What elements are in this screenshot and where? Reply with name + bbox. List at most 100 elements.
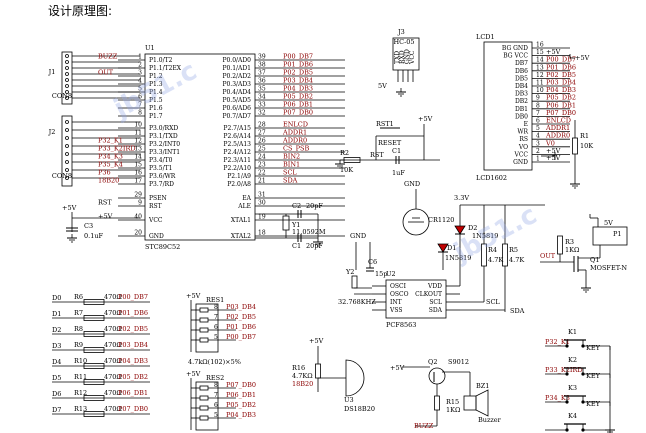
battery-label: CR1120 <box>428 216 454 224</box>
mcu-pin-name: P3.2/INT0 <box>149 141 180 148</box>
mcu-pin-number: 23 <box>258 162 266 169</box>
mcu-net-label: SCL <box>283 169 297 177</box>
mcu-pin-number: 36 <box>258 78 266 85</box>
resistor-network-pin: 7 <box>214 314 218 321</box>
mcu-pin-name: P0.4/AD4 <box>222 89 251 96</box>
led-net-label: D0 <box>52 294 61 302</box>
mcu-net-label: P03_DB4 <box>283 77 313 85</box>
lcd-net-label: P04_DB3 <box>546 86 576 94</box>
reset-vcc-label: +5V <box>418 115 433 123</box>
module-hc05-part: HC-05 <box>393 38 414 46</box>
lcd-vcc2-label: +5V <box>546 154 561 162</box>
lcd-part: LCD1602 <box>476 174 507 182</box>
lcd-pin-name: BG VCC <box>503 53 528 60</box>
connector-p1-ref: P1 <box>613 230 622 238</box>
led-resistor <box>83 315 105 321</box>
led-resistor-ref: R13 <box>74 405 87 413</box>
ground-label: GND <box>350 232 366 240</box>
header-pin <box>65 160 69 164</box>
led-resistor-ref: R11 <box>74 373 87 381</box>
resistor-r15-ref: R15 <box>446 398 459 406</box>
resistor-network-net: P00_DB7 <box>226 333 256 341</box>
mcu-pin-name: P2.1/A9 <box>227 173 251 180</box>
module-hc05-pin: VCC <box>409 50 416 65</box>
lcd-net-label: +5V <box>546 147 561 155</box>
mcu-pin-name: P1.3 <box>149 81 163 88</box>
resistor-network-pin: 8 <box>214 382 218 389</box>
mcu-pin-number: 24 <box>258 154 266 161</box>
led-resistor <box>83 395 105 401</box>
lcd-pin-number: 2 <box>536 148 540 155</box>
key-net-label: P33_K2IRD <box>545 366 583 374</box>
mcu-net-label: +5V <box>98 213 113 221</box>
resistor-r2 <box>343 157 361 163</box>
led-port-label: P03_DB4 <box>118 341 148 349</box>
resistor-element <box>199 395 209 401</box>
capacitor-reset-ref: C1 <box>392 147 401 155</box>
ds18b20-net: 18B20 <box>292 380 313 388</box>
transistor-q2 <box>428 367 446 385</box>
mcu-pin-number: 28 <box>258 122 266 129</box>
mcu-pin-name: RST <box>149 203 162 210</box>
capacitor-c6-ref: C6 <box>368 258 377 266</box>
page-heading: 设计原理图: <box>48 4 113 18</box>
resistor-r3 <box>557 235 563 255</box>
key-ref: K1 <box>568 328 577 336</box>
rtc-pin-name: VSS <box>389 307 402 314</box>
lcd-pin-number: 3 <box>536 140 540 147</box>
mcu-pin-name: P3.5/T1 <box>149 165 172 172</box>
mcu-pin-name: P0.2/AD2 <box>222 73 251 80</box>
lcd-pin-number: 1 <box>536 156 540 163</box>
led-resistor-value: 470Ω <box>104 389 122 397</box>
header-j1-label: J1 <box>48 68 56 76</box>
lcd-pin-name: DB3 <box>515 91 528 98</box>
led-port-label: P00_DB7 <box>118 293 148 301</box>
mcu-pin-name: P0.0/AD0 <box>222 57 251 64</box>
header-pin <box>65 176 69 180</box>
capacitor-c2-ref: C2 <box>292 202 301 210</box>
mosfet-ref: Q1 <box>590 256 599 264</box>
mcu-pin-number: 16 <box>134 170 142 177</box>
lcd-net-label: ADDR0 <box>545 132 570 140</box>
mcu-net-label: P06_DB1 <box>283 101 313 109</box>
resistor-network-pin: 8 <box>214 304 218 311</box>
header-pin <box>65 54 69 58</box>
header-pin <box>65 84 69 88</box>
led-resistor-value: 470Ω <box>104 373 122 381</box>
mcu-pin-name: EA <box>242 195 251 202</box>
mosfet-part: MOSFET-N <box>590 264 627 272</box>
mcu-net-label: BUZZ <box>98 53 118 61</box>
mcu-pin-name: P2.0/A8 <box>227 181 251 188</box>
resistor-element <box>199 317 209 323</box>
mcu-pin-name: P2.6/A14 <box>223 133 251 140</box>
mcu-net-label: ADDR0 <box>282 137 307 145</box>
resistor-network-pin: 7 <box>214 392 218 399</box>
key-contact <box>565 344 569 348</box>
mcu-pin-number: 37 <box>258 70 266 77</box>
mcu-pin-number: 25 <box>258 146 266 153</box>
mcu-pin-number: 3 <box>138 70 142 77</box>
capacitor-c3-ref: C3 <box>84 222 93 230</box>
mcu-net-label: P04_DB3 <box>283 85 313 93</box>
mcu-pin-name: P2.2/A10 <box>223 165 251 172</box>
mcu-pin-number: 39 <box>258 54 266 61</box>
transistor-q2-ref: Q2 <box>428 358 437 366</box>
ds18b20-vcc: +5V <box>309 337 324 345</box>
led-resistor-ref: R6 <box>74 293 83 301</box>
lcd-vcc-label: +5V <box>575 54 590 62</box>
key-contact <box>565 400 569 404</box>
mcu-pin-number: 9 <box>138 200 142 207</box>
lcd-pin-number: 13 <box>536 64 544 71</box>
mcu-pin-name: P1.1/T2EX <box>149 65 182 72</box>
mcu-pin-name: P0.5/AD5 <box>222 97 251 104</box>
mcu-body <box>144 53 256 241</box>
resistor-network-pin: 5 <box>214 412 218 419</box>
key-ref: K2 <box>568 356 577 364</box>
mcu-pin-number: 14 <box>134 154 142 161</box>
crystal-y1-freq: 11.0592M <box>292 228 326 236</box>
buzzer-vcc: +5V <box>390 364 405 372</box>
resistor-r3-ref: R3 <box>565 238 574 246</box>
capacitor-c1-ref: C1 <box>292 242 301 250</box>
led-resistor-value: 470Ω <box>104 341 122 349</box>
